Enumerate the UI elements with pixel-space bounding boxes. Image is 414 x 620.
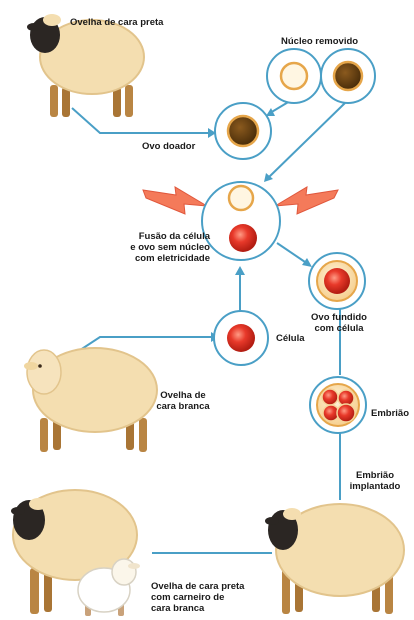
embryo: [309, 376, 367, 434]
label-fused-egg: Ovo fundido com célula: [308, 312, 370, 334]
donor-egg: [214, 102, 272, 160]
nucleus-removed-group: [266, 48, 376, 104]
sheep-white-face-icon: [24, 347, 158, 452]
sheep-with-lamb-icon: [11, 489, 140, 616]
label-fusion-line-3: com eletricidade: [135, 253, 210, 264]
label-white-face-sheep-line-1: Ovelha de: [160, 390, 206, 401]
label-white-face-sheep: Ovelha de cara branca: [152, 390, 214, 412]
label-fusion-line-1: Fusão da célula: [138, 231, 210, 242]
label-donor-egg: Ovo doador: [142, 141, 196, 152]
fused-nucleus-icon: [324, 268, 350, 294]
label-fusion: Fusão da célula e ovo sem núcleo com ele…: [96, 231, 210, 264]
label-final-sheep-line-2: com carneiro de: [151, 592, 225, 603]
lightning-left-icon: [142, 186, 208, 215]
line-to-fusion: [267, 102, 346, 179]
arrowhead-to-donor: [266, 108, 275, 116]
removed-nucleus-icon: [332, 60, 364, 92]
label-final-sheep-line-1: Ovelha de cara preta: [151, 581, 245, 592]
sheep-black-face-icon: [27, 14, 145, 117]
fused-egg: [308, 252, 366, 310]
lightning-right-icon: [274, 186, 339, 215]
label-embryo-implanted: Embrião implantado: [338, 470, 412, 492]
line-sheep-to-donor-egg: [71, 107, 212, 134]
cell: [213, 310, 269, 366]
arrowhead-donor-egg: [208, 128, 216, 138]
process-lines: [67, 72, 346, 554]
arrowhead-to-fused: [302, 258, 312, 267]
label-white-face-sheep-line-2: cara branca: [156, 401, 210, 412]
enucleated-egg-icon: [227, 184, 255, 212]
empty-egg-icon: [279, 61, 309, 91]
donor-egg-nucleus-icon: [226, 114, 260, 148]
label-final-sheep: Ovelha de cara preta com carneiro de car…: [151, 581, 244, 614]
arrowhead-to-fusion: [264, 173, 273, 182]
label-nucleus-removed: Núcleo removido: [281, 36, 359, 47]
label-black-face-sheep: Ovelha de cara preta: [70, 17, 164, 28]
label-embryo-implanted-line-2: implantado: [349, 481, 401, 492]
label-fused-egg-line-1: Ovo fundido: [311, 312, 367, 323]
cell-icon: [227, 324, 255, 352]
arrowhead-to-fusion-up: [235, 266, 245, 275]
fusion-stage: [142, 181, 339, 261]
body-cell-icon: [229, 224, 257, 252]
label-fusion-line-2: e ovo sem núcleo: [130, 242, 210, 253]
label-fused-egg-line-2: com célula: [314, 323, 364, 334]
sheep-implanted-icon: [265, 503, 405, 614]
label-embryo-implanted-line-1: Embrião: [355, 470, 394, 481]
line-fusion-to-fused-egg: [276, 242, 309, 265]
label-cell: Célula: [276, 333, 305, 344]
label-final-sheep-line-3: cara branca: [151, 603, 205, 614]
label-embryo: Embrião: [371, 408, 410, 419]
